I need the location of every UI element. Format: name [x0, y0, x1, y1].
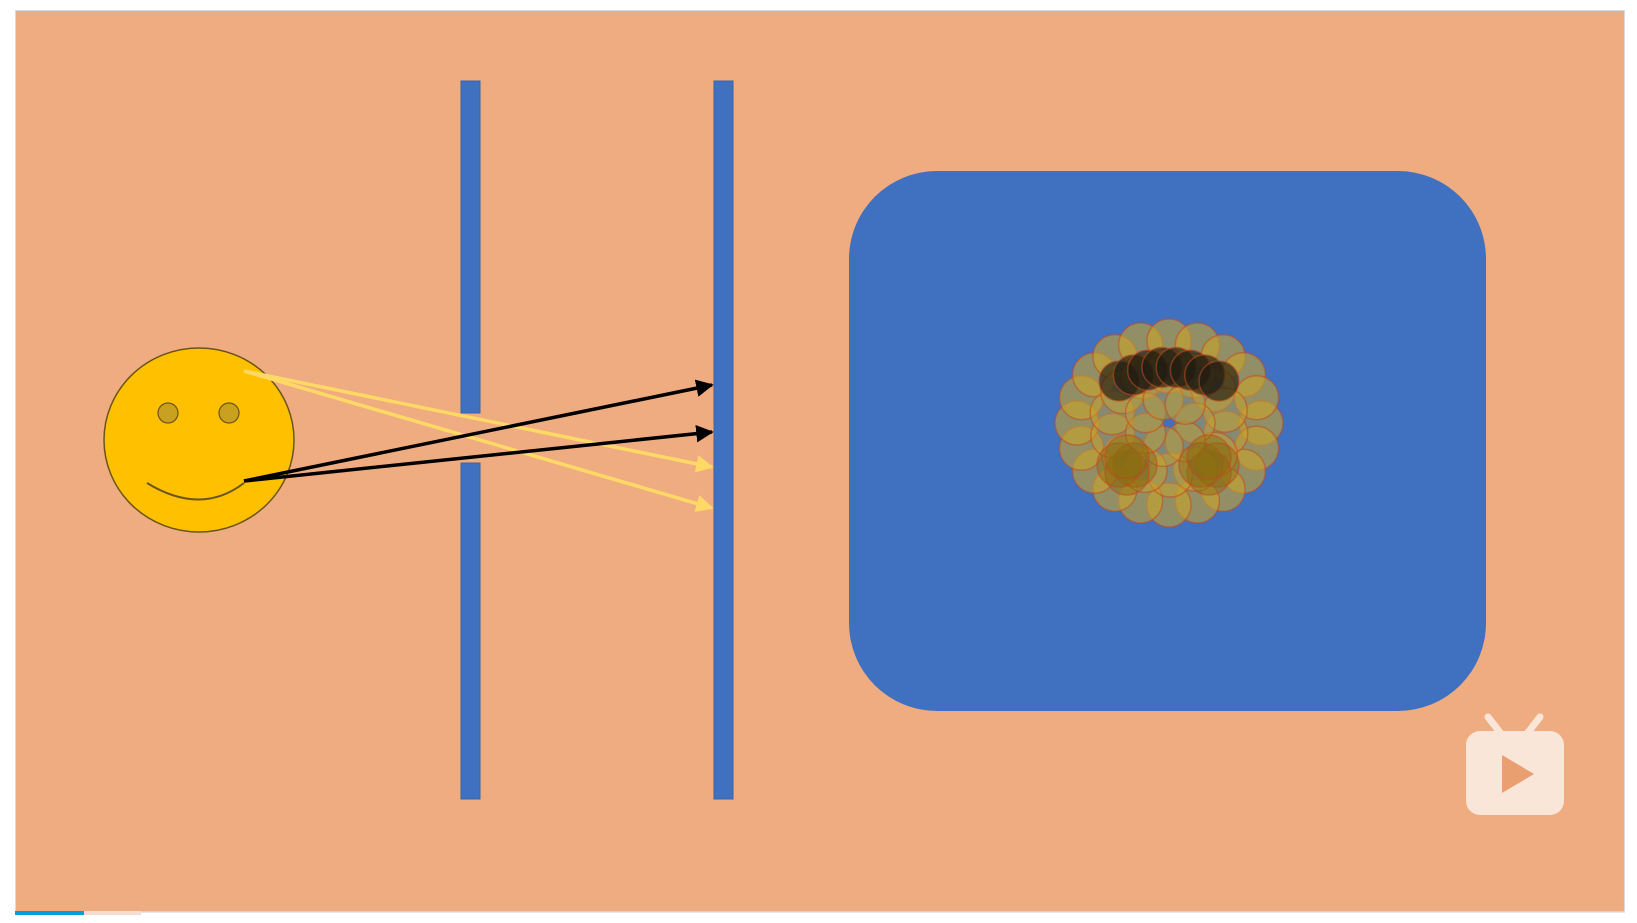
blur-eye-spot [1096, 442, 1142, 488]
light-ray-black [243, 424, 714, 483]
blur-spot [1164, 421, 1206, 463]
pinhole-diagram [103, 80, 1486, 800]
light-ray-yellow [243, 369, 714, 473]
light-ray-black [243, 379, 714, 483]
blur-spot [1142, 425, 1184, 468]
blur-mouth-spot [1198, 360, 1240, 402]
blur-eye-spot [1178, 442, 1224, 488]
blur-eye-spot [1112, 442, 1158, 488]
blur-eye-spot [1194, 442, 1240, 488]
progress-bar[interactable] [15, 911, 1625, 915]
tv-play-logo-icon[interactable] [1454, 711, 1572, 821]
smiley-mouth [146, 482, 245, 501]
smiley-right-eye [218, 402, 240, 424]
blur-eye-spot [1104, 434, 1150, 480]
blur-spot [1174, 402, 1216, 444]
slit-wall-lower [460, 462, 481, 800]
slit-wall-upper [460, 80, 481, 414]
back-wall [713, 80, 734, 800]
light-ray-yellow [243, 369, 714, 512]
blurred-smiley-image [1054, 318, 1284, 528]
blur-eye-spot [1186, 434, 1232, 480]
blur-eye-spot [1186, 450, 1232, 496]
blur-spot [1124, 391, 1167, 434]
smiley-left-eye [157, 402, 179, 424]
video-frame[interactable] [15, 10, 1625, 913]
blur-eye-spot [1104, 450, 1150, 496]
progress-fill [15, 911, 85, 915]
smiley-face [103, 347, 295, 533]
projection-screen [849, 171, 1486, 711]
